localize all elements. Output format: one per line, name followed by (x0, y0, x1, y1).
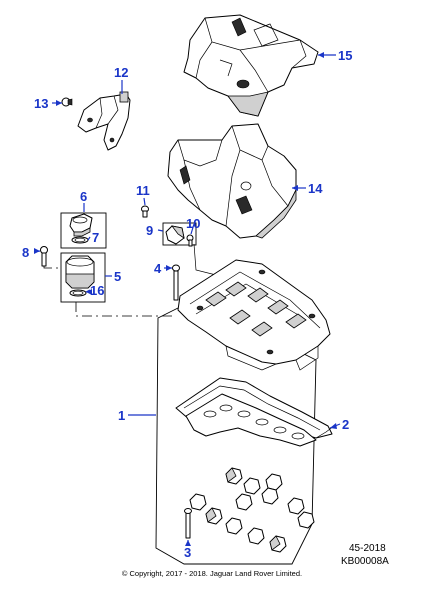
callout-6: 6 (80, 189, 87, 204)
breather-frame (60, 252, 106, 303)
oil-filler-cap (69, 213, 93, 237)
callout-8: 8 (22, 245, 29, 260)
bolt-4 (172, 264, 180, 301)
bolt-11 (141, 205, 149, 218)
bracket (77, 91, 131, 151)
callout-11: 11 (136, 183, 150, 198)
upper-engine-cover (183, 14, 319, 117)
callout-7: 7 (92, 230, 99, 245)
sensor-leader (193, 243, 221, 277)
illustration-code: KB00008A (341, 556, 389, 567)
clip (186, 234, 194, 247)
callout-2: 2 (342, 417, 349, 432)
callout-10: 10 (186, 216, 200, 231)
callout-1: 1 (118, 408, 125, 423)
breather-housing (65, 255, 95, 289)
callout-3: 3 (184, 545, 191, 560)
copyright-notice: © Copyright, 2017 - 2018. Jaguar Land Ro… (122, 569, 302, 578)
sensor-frame (162, 222, 197, 246)
section-reference: 45-2018 (349, 543, 386, 554)
filler-cap-seal (71, 236, 89, 244)
sensor (165, 225, 185, 245)
callout-15: 15 (338, 48, 352, 63)
bearing-caps (189, 467, 315, 553)
callout-14: 14 (308, 181, 323, 196)
callout-12: 12 (114, 65, 128, 80)
gasket-inner (185, 393, 317, 447)
cylinder-head-group-frame (155, 307, 317, 565)
breather-seal (69, 289, 87, 297)
filler-cap-frame (60, 212, 107, 249)
bolt-3 (184, 508, 192, 539)
callout-16: 16 (90, 283, 104, 298)
bolt-13 (61, 97, 73, 107)
bolt-8 (40, 246, 48, 267)
callout-9: 9 (146, 223, 153, 238)
callout-4: 4 (154, 261, 162, 276)
callout-5: 5 (114, 269, 121, 284)
position-line-breather (43, 266, 62, 269)
lower-engine-cover (167, 123, 297, 239)
arrowheads (34, 52, 337, 546)
position-line-head (75, 302, 176, 317)
cylinder-head (177, 259, 331, 371)
callout-13: 13 (34, 96, 48, 111)
